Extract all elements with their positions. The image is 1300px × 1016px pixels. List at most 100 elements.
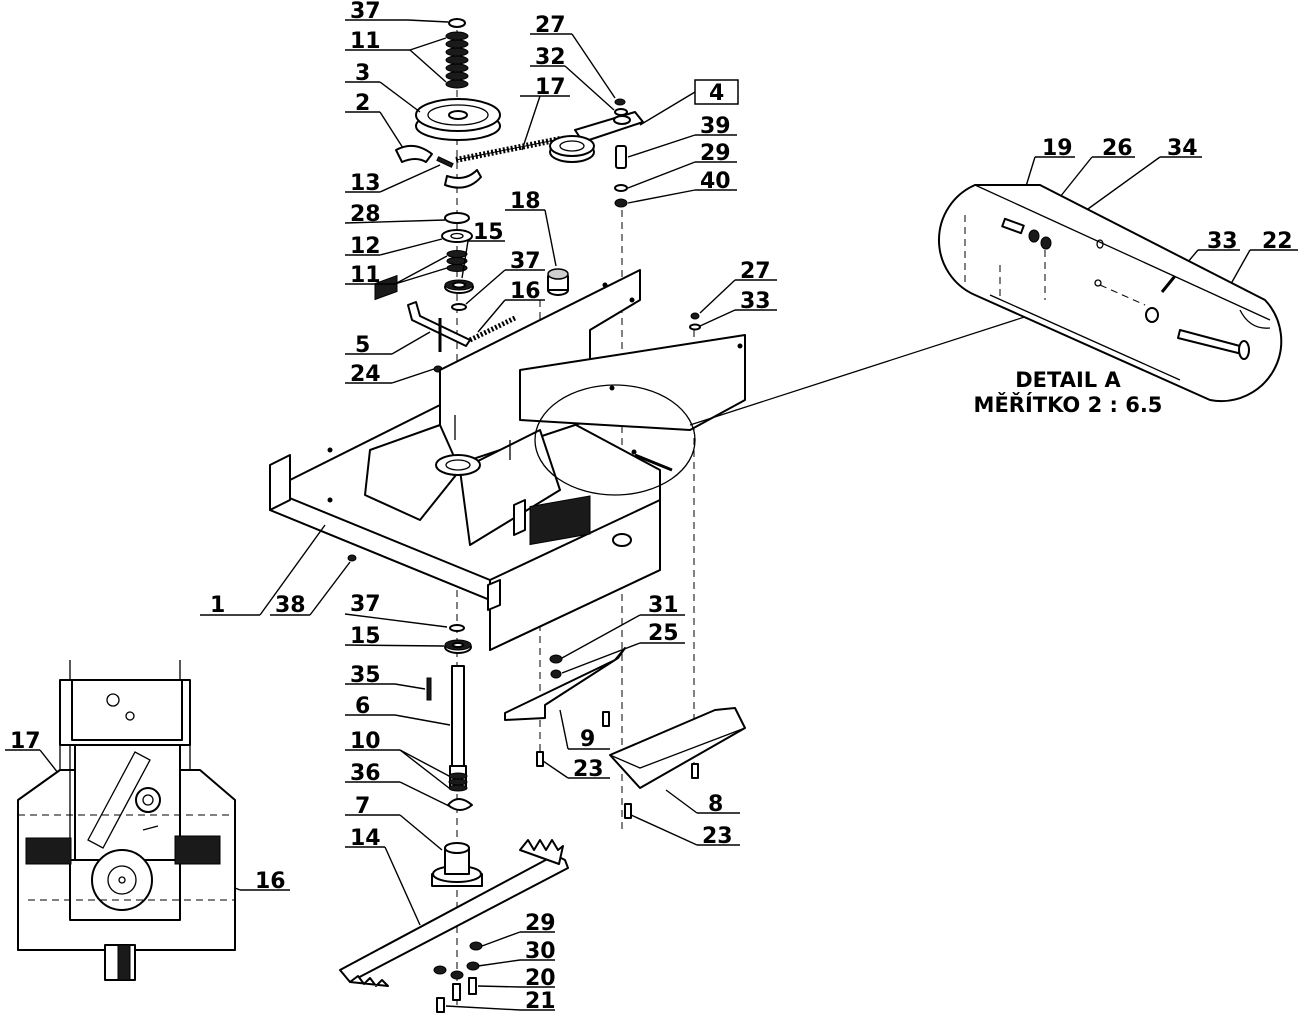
callout-1: 1 xyxy=(210,593,225,618)
callout-16-inset: 16 xyxy=(255,869,286,894)
nut-34 xyxy=(1040,236,1052,250)
nut-38 xyxy=(347,554,357,562)
callout-40: 40 xyxy=(700,169,731,194)
callout-37-top: 37 xyxy=(350,0,381,24)
callout-13: 13 xyxy=(350,171,381,196)
washer-33-detail xyxy=(1145,307,1159,323)
callout-21: 21 xyxy=(525,989,556,1014)
circlip-37-lower xyxy=(449,624,465,632)
bearing-15-lower xyxy=(444,639,472,654)
callout-28: 28 xyxy=(350,202,381,227)
callout-19: 19 xyxy=(1042,136,1073,161)
detail-a-marker-circle xyxy=(534,384,696,496)
washer-29-top xyxy=(614,184,628,192)
callout-37-mid: 37 xyxy=(510,249,541,274)
callout-26: 26 xyxy=(1102,136,1133,161)
callout-29-lower: 29 xyxy=(525,911,556,936)
callout-4: 4 xyxy=(709,81,724,106)
top-view-inset xyxy=(17,660,236,981)
washer-32 xyxy=(614,108,628,116)
callout-12: 12 xyxy=(350,234,381,259)
idler-arm-4 xyxy=(549,111,644,163)
hub-half-lower xyxy=(444,169,482,189)
circlip-37-mid xyxy=(451,303,467,311)
callout-2: 2 xyxy=(355,91,370,116)
washer-30 xyxy=(466,961,480,971)
key-13 xyxy=(436,156,454,168)
callout-15-lower: 15 xyxy=(350,624,381,649)
callout-27-top: 27 xyxy=(535,13,566,38)
detail-a-view xyxy=(937,184,1283,403)
callout-32: 32 xyxy=(535,45,566,70)
blade-14 xyxy=(339,839,569,987)
washer-12 xyxy=(441,229,473,243)
callout-38: 38 xyxy=(275,593,306,618)
callout-30: 30 xyxy=(525,939,556,964)
callout-7: 7 xyxy=(355,794,370,819)
detail-a-scale: MĚŘÍTKO 2 : 6.5 xyxy=(974,392,1163,417)
circlip-37-top xyxy=(448,18,466,28)
callout-22: 22 xyxy=(1262,229,1293,254)
callout-24: 24 xyxy=(350,362,381,387)
detail-a-title: DETAIL A xyxy=(1015,368,1121,392)
washer-26 xyxy=(1028,229,1040,243)
blade-hub-7 xyxy=(431,842,483,887)
nut-27-top xyxy=(614,98,626,106)
bolt-22-frame xyxy=(634,453,673,472)
circlip-36 xyxy=(447,798,473,811)
bracket-9 xyxy=(504,647,626,721)
callout-5: 5 xyxy=(355,333,370,358)
nut-25 xyxy=(550,669,562,679)
callout-4-box xyxy=(694,79,739,105)
washer-28 xyxy=(444,212,470,224)
warning-decals xyxy=(529,495,591,546)
callout-15-top: 15 xyxy=(473,220,504,245)
bushing-39 xyxy=(615,145,627,169)
pin-33-detail xyxy=(1160,275,1177,293)
bearing-15-top xyxy=(444,279,474,294)
callout-37-lower: 37 xyxy=(350,592,381,617)
callout-34: 34 xyxy=(1167,136,1198,161)
callout-23-right: 23 xyxy=(702,824,733,849)
screw-23-right xyxy=(624,803,632,819)
spring-16 xyxy=(468,315,517,343)
callout-8: 8 xyxy=(708,792,723,817)
spindle-shaft-6 xyxy=(449,665,467,789)
callout-16: 16 xyxy=(510,279,541,304)
washer-33-right xyxy=(689,323,701,331)
screw-27-right xyxy=(690,312,700,320)
callout-14: 14 xyxy=(350,826,381,851)
spring-washers-10 xyxy=(448,772,468,792)
callout-27-right: 27 xyxy=(740,259,771,284)
callout-33-detail: 33 xyxy=(1207,229,1238,254)
callout-6: 6 xyxy=(355,694,370,719)
bolt-22-head xyxy=(1238,340,1250,360)
spring-washer-stack-11-lower xyxy=(446,250,468,272)
callout-labels: 37 11 3 2 13 28 12 11 27 32 17 4 39 29 4… xyxy=(10,0,1293,1014)
callout-23-left: 23 xyxy=(573,757,604,782)
callout-10: 10 xyxy=(350,729,381,754)
leader-lines xyxy=(5,19,1298,1011)
callout-36: 36 xyxy=(350,761,381,786)
hub-half-2 xyxy=(395,144,433,163)
main-assembly xyxy=(269,18,1041,1013)
callout-35: 35 xyxy=(350,663,381,688)
lever-5 xyxy=(407,301,471,347)
tension-spring-17 xyxy=(455,136,561,163)
callout-25: 25 xyxy=(648,621,679,646)
knob-18 xyxy=(547,268,569,296)
bolt-20 xyxy=(468,977,477,995)
washer-31 xyxy=(549,654,563,664)
callout-3: 3 xyxy=(355,61,370,86)
callout-17: 17 xyxy=(535,75,566,100)
callout-31: 31 xyxy=(648,593,679,618)
frame-1 xyxy=(269,269,746,651)
callout-9: 9 xyxy=(580,727,595,752)
detail-a-leader xyxy=(689,311,1041,426)
screw-9a xyxy=(602,711,610,727)
spring-washer-stack-11 xyxy=(445,31,469,89)
nut-40 xyxy=(614,198,628,208)
bracket-8 xyxy=(609,707,746,789)
